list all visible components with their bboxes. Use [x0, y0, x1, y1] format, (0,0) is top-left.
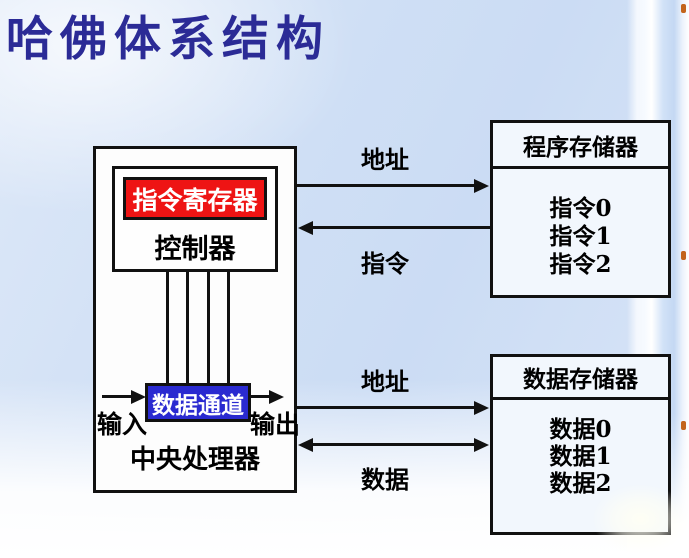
- instruction-label: 指令: [361, 249, 409, 278]
- data-channel-label: 数据通道: [152, 391, 244, 419]
- data-memory-title: 数据存储器: [493, 357, 668, 400]
- edge-accent-dot-icon: [681, 421, 686, 430]
- list-item: 指令0: [549, 195, 612, 222]
- data-address-bus-arrow: [297, 406, 474, 409]
- controller-datapath-line-3: [207, 271, 210, 384]
- controller-label: 控制器: [154, 234, 236, 265]
- program-memory-title: 程序存储器: [493, 123, 668, 169]
- program-address-label: 地址: [361, 145, 409, 174]
- program-memory-box: 程序存储器 指令0 指令1 指令2: [490, 120, 671, 298]
- data-channel-box: 数据通道: [145, 383, 251, 422]
- list-item: 数据0: [549, 416, 612, 443]
- output-arrow: [251, 395, 269, 398]
- data-address-label: 地址: [361, 367, 409, 396]
- cpu-label: 中央处理器: [129, 445, 260, 475]
- data-bus-arrow: [313, 443, 474, 446]
- output-label: 输出: [249, 410, 300, 439]
- input-label: 输入: [96, 410, 147, 439]
- corner-glare: [592, 484, 689, 554]
- edge-accent-dot-icon: [681, 4, 686, 13]
- input-arrow: [102, 395, 131, 398]
- instruction-register-box: 指令寄存器: [123, 177, 267, 220]
- program-address-bus-arrow: [297, 184, 474, 187]
- list-item: 指令2: [549, 251, 612, 278]
- instruction-register-label: 指令寄存器: [132, 185, 258, 215]
- data-label: 数据: [361, 465, 409, 494]
- edge-accent-dot-icon: [681, 251, 686, 260]
- controller-datapath-line-2: [186, 271, 189, 384]
- data-memory-items: 数据0 数据1 数据2: [493, 400, 668, 497]
- instruction-bus-arrow: [313, 226, 490, 229]
- list-item: 数据1: [549, 443, 612, 470]
- controller-datapath-line-4: [227, 271, 230, 384]
- program-memory-items: 指令0 指令1 指令2: [493, 169, 668, 279]
- list-item: 指令1: [549, 223, 612, 250]
- slide-title: 哈佛体系结构: [6, 12, 330, 67]
- controller-datapath-line-1: [166, 271, 169, 384]
